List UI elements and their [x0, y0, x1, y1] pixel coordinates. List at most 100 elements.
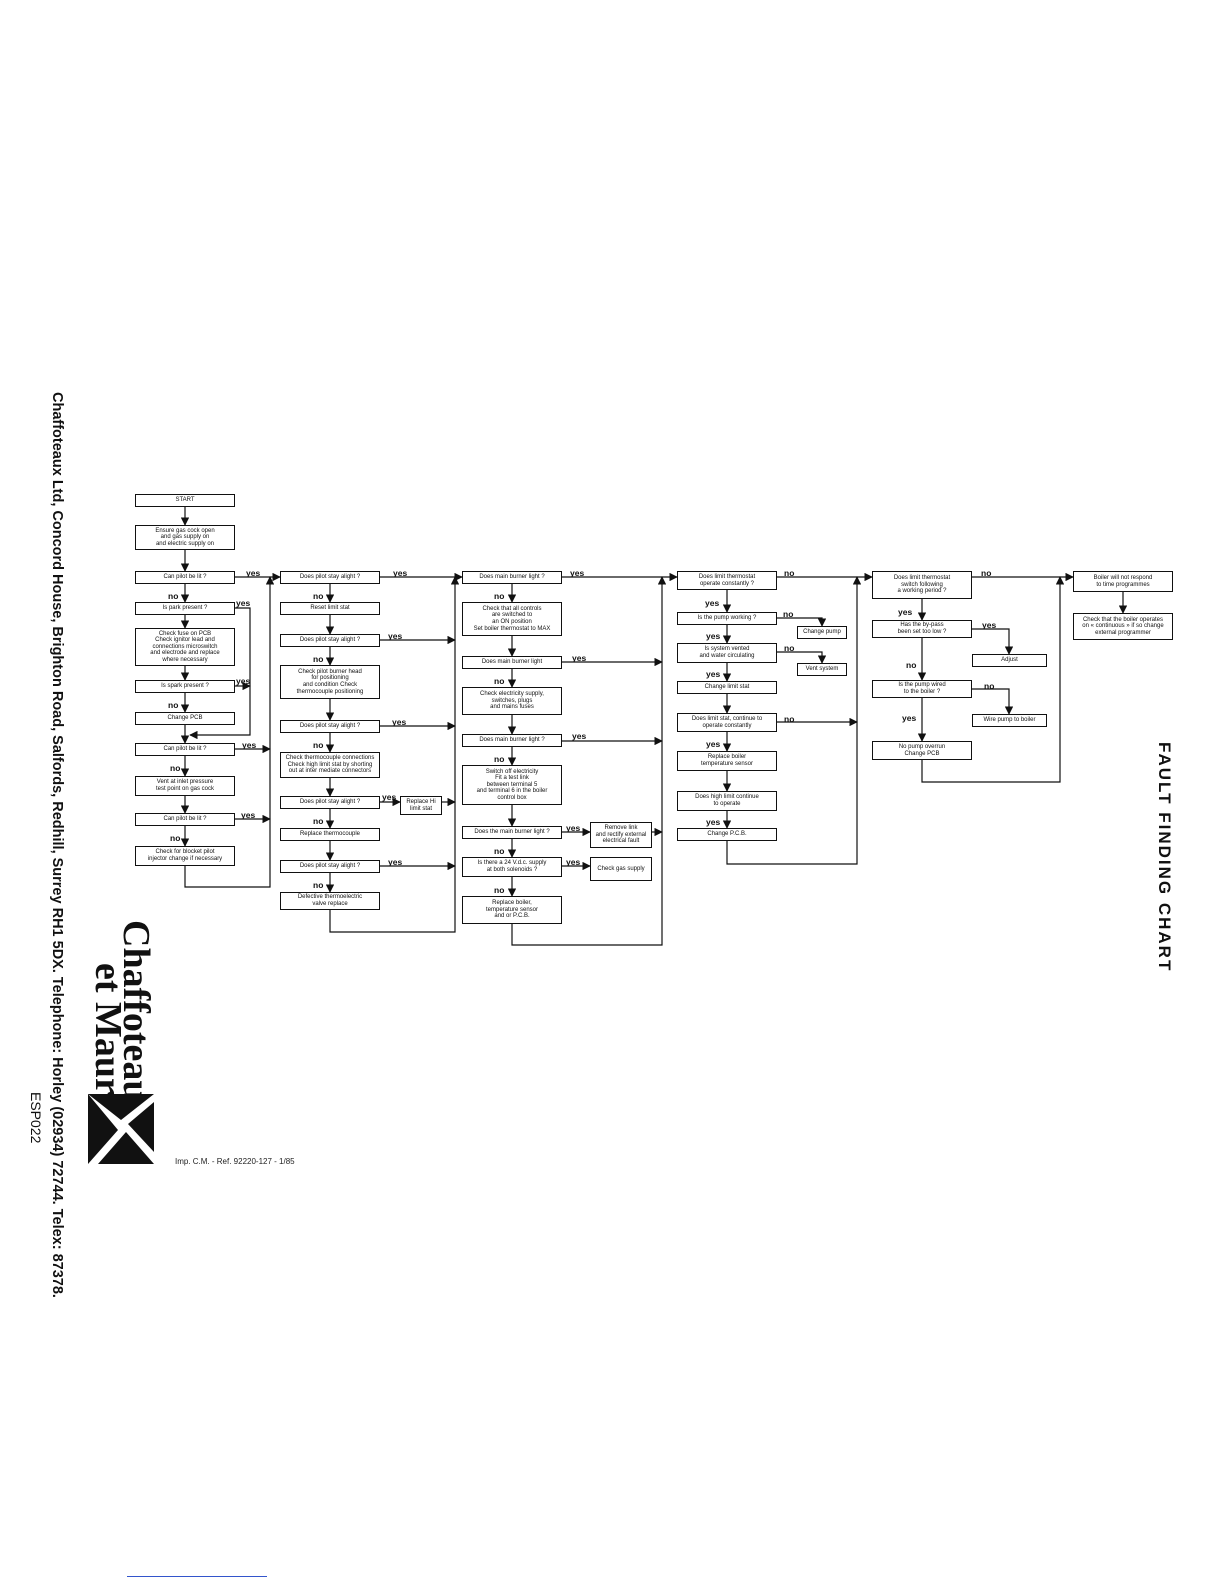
step-stay-alight-2: Does pilot stay alight ?	[280, 634, 380, 647]
branch-label-yes: yes	[236, 598, 251, 608]
branch-label-yes: yes	[570, 568, 585, 578]
step-spark-present-1: Is park present ?	[135, 602, 235, 615]
step-pilot-lit-1: Can pilot be lit ?	[135, 571, 235, 584]
step-check-burner-head: Check pilot burner head for positioning …	[280, 665, 380, 699]
branch-label-yes: yes	[242, 740, 257, 750]
step-ensure-gas: Ensure gas cock open and gas supply on a…	[135, 525, 235, 550]
branch-label-yes: yes	[388, 857, 403, 867]
branch-label-yes: yes	[566, 823, 581, 833]
company-address: Chaffoteaux Ltd, Concord House, Brighton…	[49, 392, 65, 1298]
branch-label-no: no	[984, 681, 995, 691]
branch-label-no: no	[170, 763, 181, 773]
footer-rule	[127, 1576, 267, 1577]
step-system-vented: Is system vented and water circulating	[677, 643, 777, 663]
branch-label-no: no	[494, 676, 505, 686]
step-remove-link: Remove link and rectify external electri…	[590, 822, 652, 848]
step-check-electricity: Check electricity supply, switches, plug…	[462, 687, 562, 715]
document-reference: ESP022	[28, 1092, 44, 1144]
branch-label-no: no	[313, 880, 324, 890]
step-pilot-lit-2: Can pilot be lit ?	[135, 743, 235, 756]
chevron-logo-icon	[88, 1094, 154, 1164]
branch-label-no: no	[313, 816, 324, 826]
branch-label-yes: yes	[572, 731, 587, 741]
branch-label-no: no	[783, 609, 794, 619]
branch-label-no: no	[906, 660, 917, 670]
step-pump-working: Is the pump working ?	[677, 612, 777, 625]
branch-label-no: no	[494, 591, 505, 601]
step-change-limit-stat: Change limit stat	[677, 681, 777, 694]
connector-arrow	[329, 576, 460, 933]
step-replace-sensor: Replace boiler temperature sensor	[677, 751, 777, 771]
branch-label-yes: yes	[706, 817, 721, 827]
step-main-burner-2: Does main burner light	[462, 656, 562, 669]
step-vent-inlet: Vent at inlet pressure test point on gas…	[135, 776, 235, 796]
branch-label-yes: yes	[393, 568, 408, 578]
branch-label-yes: yes	[706, 631, 721, 641]
branch-label-yes: yes	[388, 631, 403, 641]
connector-arrow	[972, 688, 1014, 715]
step-bypass-low: Has the by-pass been set too low ?	[872, 620, 972, 638]
step-limit-const-1: Does limit thermostat operate constantly…	[677, 571, 777, 590]
connector-arrow	[921, 576, 1065, 783]
branch-label-yes: yes	[246, 568, 261, 578]
branch-label-no: no	[494, 885, 505, 895]
step-stay-alight-3: Does pilot stay alight ?	[280, 720, 380, 733]
step-switch-off: Switch off electricity Fit a test link b…	[462, 765, 562, 805]
step-replace-thermocouple: Replace thermocouple	[280, 828, 380, 841]
branch-label-yes: yes	[705, 598, 720, 608]
branch-label-yes: yes	[982, 620, 997, 630]
connector-arrow	[777, 651, 827, 664]
step-change-pcb-1: Change PCB	[135, 712, 235, 725]
branch-label-yes: yes	[706, 739, 721, 749]
branch-label-no: no	[784, 714, 795, 724]
step-change-pump: Change pump	[797, 626, 847, 639]
step-not-respond: Boiler will not respond to time programm…	[1073, 571, 1173, 592]
step-check-blocked: Check for blocket pilot injector change …	[135, 846, 235, 866]
step-replace-boiler-sensor-pcb: Replace boiler, temperature sensor and o…	[462, 896, 562, 924]
branch-label-no: no	[168, 700, 179, 710]
branch-label-no: no	[784, 643, 795, 653]
step-spark-present-2: Is spark present ?	[135, 680, 235, 693]
step-wire-pump: Wire pump to boiler	[972, 714, 1047, 727]
step-check-programmer: Check that the boiler operates on « cont…	[1073, 613, 1173, 640]
branch-label-no: no	[168, 591, 179, 601]
step-check-fuse: Check fuse on PCB Check ignitor lead and…	[135, 628, 235, 666]
step-check-controls: Check that all controls are switched to …	[462, 602, 562, 636]
branch-label-no: no	[784, 568, 795, 578]
connector-arrow	[189, 607, 251, 740]
branch-label-no: no	[494, 846, 505, 856]
connector-arrow	[972, 628, 1014, 655]
branch-label-yes: yes	[236, 676, 251, 686]
connector-arrow	[777, 617, 827, 627]
step-replace-hi-limit: Replace Hi limit stat	[400, 796, 442, 815]
branch-label-no: no	[313, 740, 324, 750]
step-stay-alight-4: Does pilot stay alight ?	[280, 796, 380, 809]
branch-label-no: no	[494, 754, 505, 764]
step-check-gas-supply: Check gas supply	[590, 857, 652, 881]
step-vdc-supply: Is there a 24 V.d.c. supply at both sole…	[462, 857, 562, 877]
branch-label-no: no	[313, 654, 324, 664]
connector-arrow	[726, 576, 862, 865]
branch-label-no: no	[313, 591, 324, 601]
branch-label-yes: yes	[572, 653, 587, 663]
connector-arrow	[511, 576, 667, 946]
step-adjust: Adjust	[972, 654, 1047, 667]
branch-label-no: no	[170, 833, 181, 843]
step-main-burner-3: Does main burner light ?	[462, 734, 562, 747]
step-reset-limit: Reset limit stat	[280, 602, 380, 615]
branch-label-yes: yes	[706, 669, 721, 679]
step-limit-const-2: Does limit stat, continue to operate con…	[677, 713, 777, 732]
step-change-pcb-2: Change P.C.B.	[677, 828, 777, 841]
branch-label-no: no	[981, 568, 992, 578]
print-reference: Imp. C.M. - Ref. 92220-127 - 1/85	[175, 1157, 295, 1166]
step-pump-wired: Is the pump wired to the boiler ?	[872, 680, 972, 698]
step-no-overrun: No pump overrun Change PCB	[872, 741, 972, 760]
brand-name-line2: et Maury	[87, 963, 129, 1114]
step-start: START	[135, 494, 235, 507]
chart-title: FAULT FINDING CHART	[1155, 742, 1174, 973]
step-vent-system: Vent system	[797, 663, 847, 676]
step-stay-alight-1: Does pilot stay alight ?	[280, 571, 380, 584]
step-pilot-lit-3: Can pilot be lit ?	[135, 813, 235, 826]
step-main-burner-1: Does main burner light ?	[462, 571, 562, 584]
step-high-limit-continue: Does high limit continue to operate	[677, 791, 777, 811]
